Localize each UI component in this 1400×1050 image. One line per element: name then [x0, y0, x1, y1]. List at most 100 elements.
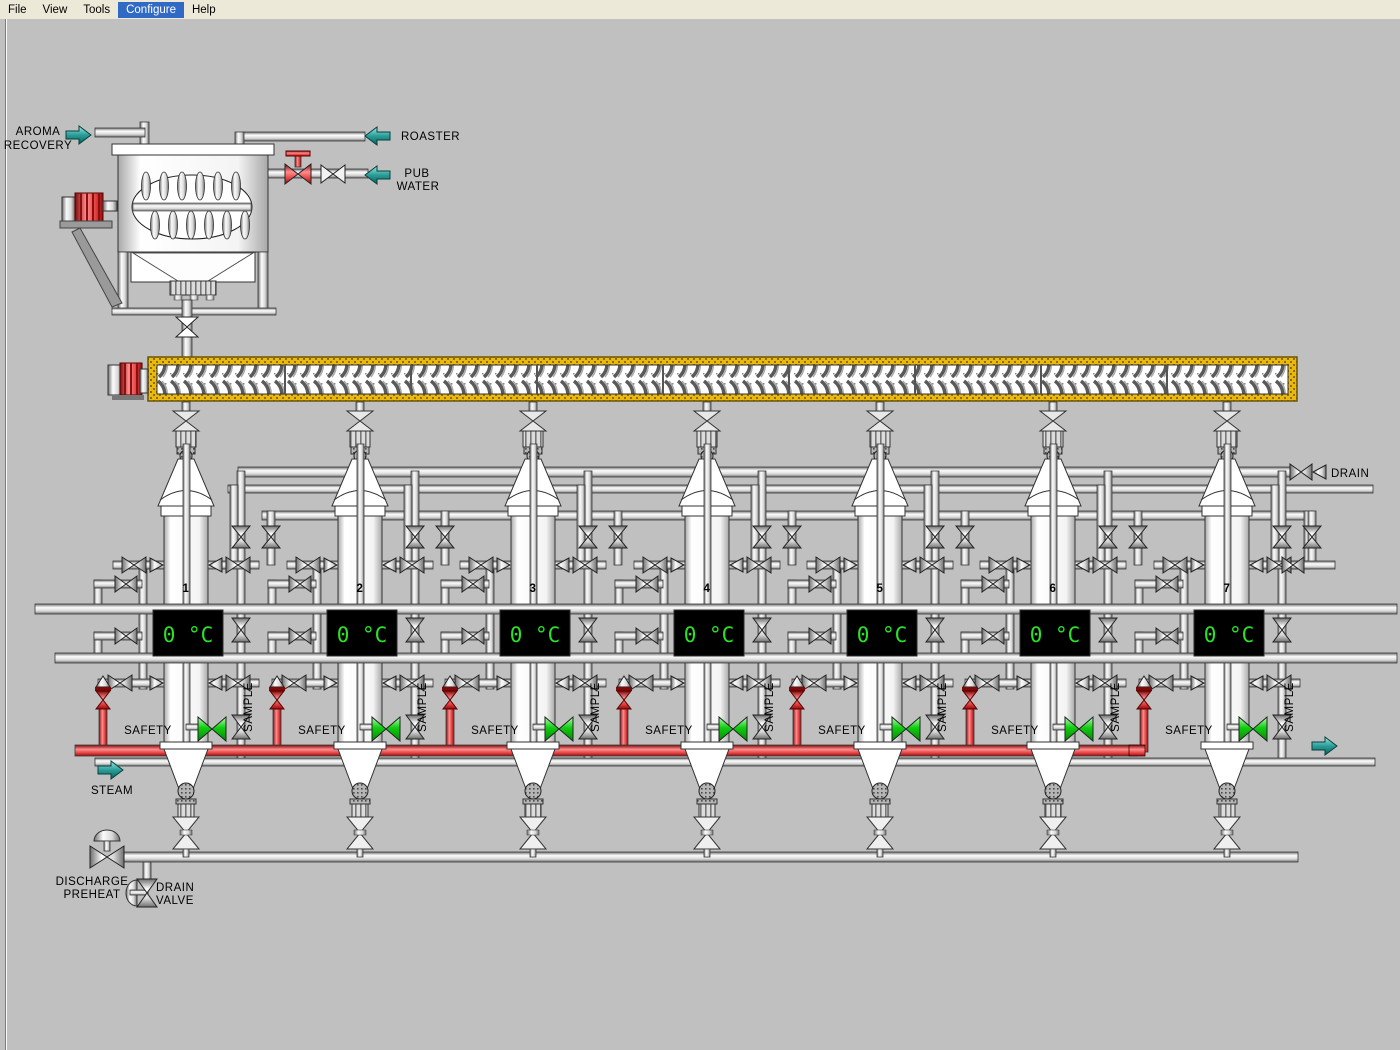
- menu-file[interactable]: File: [8, 3, 27, 16]
- column-2-inlet-valve[interactable]: [295, 556, 321, 574]
- sample-valve[interactable]: [925, 714, 945, 740]
- valve[interactable]: [461, 627, 485, 645]
- menu-tools[interactable]: Tools: [83, 3, 111, 16]
- column-top-valve[interactable]: [865, 410, 895, 432]
- valve[interactable]: [981, 627, 1005, 645]
- column-6-safety-valve[interactable]: [1064, 715, 1094, 743]
- valve[interactable]: [461, 575, 485, 593]
- column-3-inlet-valve[interactable]: [468, 556, 494, 574]
- sample-valve[interactable]: [405, 714, 425, 740]
- valve[interactable]: [89, 845, 125, 869]
- valve[interactable]: [1127, 525, 1149, 549]
- menu-view[interactable]: View: [42, 3, 68, 16]
- column-1-inlet-valve[interactable]: [121, 556, 147, 574]
- pub-water-control-valve[interactable]: [284, 150, 312, 186]
- column-1-steam-safety-valve[interactable]: [94, 675, 112, 710]
- valve[interactable]: [974, 674, 1000, 692]
- valve[interactable]: [434, 525, 456, 549]
- valve[interactable]: [230, 525, 252, 549]
- column-top-valve[interactable]: [518, 410, 548, 432]
- valve[interactable]: [1155, 575, 1179, 593]
- valve[interactable]: [954, 525, 976, 549]
- valve[interactable]: [635, 627, 659, 645]
- tank-outlet-valve[interactable]: [174, 316, 200, 338]
- column-3-safety-valve[interactable]: [544, 715, 574, 743]
- column-4-steam-safety-valve[interactable]: [615, 675, 633, 710]
- valve[interactable]: [981, 575, 1005, 593]
- column-2-steam-safety-valve[interactable]: [268, 675, 286, 710]
- drain-valve-bottom[interactable]: [125, 878, 158, 908]
- valve[interactable]: [1271, 525, 1293, 549]
- sample-valve[interactable]: [231, 714, 251, 740]
- column-7-steam-safety-valve[interactable]: [1135, 675, 1153, 710]
- valve[interactable]: [1281, 556, 1305, 574]
- valve[interactable]: [288, 575, 312, 593]
- column-7-safety-valve[interactable]: [1238, 715, 1268, 743]
- column-top-valve[interactable]: [171, 410, 201, 432]
- sample-valve[interactable]: [1098, 714, 1118, 740]
- valve[interactable]: [114, 627, 138, 645]
- column-top-valve[interactable]: [1212, 410, 1242, 432]
- column-1-safety-valve[interactable]: [197, 715, 227, 743]
- sample-valve[interactable]: [578, 714, 598, 740]
- sample-valve[interactable]: [1098, 617, 1118, 643]
- valve[interactable]: [225, 674, 251, 692]
- column-2-safety-valve[interactable]: [371, 715, 401, 743]
- valve[interactable]: [628, 674, 654, 692]
- valve[interactable]: [572, 674, 598, 692]
- valve[interactable]: [284, 162, 312, 186]
- valve[interactable]: [225, 556, 251, 574]
- valve[interactable]: [635, 575, 659, 593]
- sample-valve[interactable]: [1272, 617, 1292, 643]
- valve[interactable]: [746, 556, 772, 574]
- valve[interactable]: [260, 525, 282, 549]
- menu-help[interactable]: Help: [191, 3, 216, 16]
- column-4-inlet-valve[interactable]: [642, 556, 668, 574]
- sample-valve[interactable]: [925, 617, 945, 643]
- valve[interactable]: [1266, 674, 1292, 692]
- valve[interactable]: [281, 674, 307, 692]
- valve[interactable]: [454, 674, 480, 692]
- sample-valve[interactable]: [752, 617, 772, 643]
- valve[interactable]: [607, 525, 629, 549]
- valve[interactable]: [801, 674, 827, 692]
- discharge-preheat-valve[interactable]: [89, 829, 125, 869]
- sample-valve[interactable]: [1272, 714, 1292, 740]
- valve[interactable]: [1155, 627, 1179, 645]
- column-7-inlet-valve[interactable]: [1162, 556, 1188, 574]
- valve[interactable]: [1092, 674, 1118, 692]
- sample-valve[interactable]: [752, 714, 772, 740]
- valve[interactable]: [919, 556, 945, 574]
- valve[interactable]: [751, 525, 773, 549]
- valve[interactable]: [1092, 556, 1118, 574]
- column-6-inlet-valve[interactable]: [988, 556, 1014, 574]
- sample-valve[interactable]: [231, 617, 251, 643]
- column-top-valve[interactable]: [345, 410, 375, 432]
- column-5-steam-safety-valve[interactable]: [788, 675, 806, 710]
- valve[interactable]: [808, 627, 832, 645]
- valve[interactable]: [746, 674, 772, 692]
- valve[interactable]: [808, 575, 832, 593]
- valve[interactable]: [577, 525, 599, 549]
- valve[interactable]: [404, 525, 426, 549]
- sample-valve[interactable]: [578, 617, 598, 643]
- valve[interactable]: [288, 627, 312, 645]
- menu-configure[interactable]: Configure: [118, 1, 184, 18]
- valve[interactable]: [1097, 525, 1119, 549]
- pub-water-valve[interactable]: [320, 164, 346, 184]
- valve[interactable]: [919, 674, 945, 692]
- valve[interactable]: [114, 575, 138, 593]
- valve[interactable]: [572, 556, 598, 574]
- valve[interactable]: [399, 674, 425, 692]
- column-top-valve[interactable]: [692, 410, 722, 432]
- column-6-steam-safety-valve[interactable]: [961, 675, 979, 710]
- valve[interactable]: [107, 674, 133, 692]
- sample-valve[interactable]: [405, 617, 425, 643]
- column-3-steam-safety-valve[interactable]: [441, 675, 459, 710]
- column-top-valve[interactable]: [1038, 410, 1068, 432]
- drain-valve[interactable]: [1289, 463, 1313, 481]
- valve[interactable]: [136, 878, 158, 908]
- column-5-inlet-valve[interactable]: [815, 556, 841, 574]
- column-4-safety-valve[interactable]: [718, 715, 748, 743]
- valve[interactable]: [781, 525, 803, 549]
